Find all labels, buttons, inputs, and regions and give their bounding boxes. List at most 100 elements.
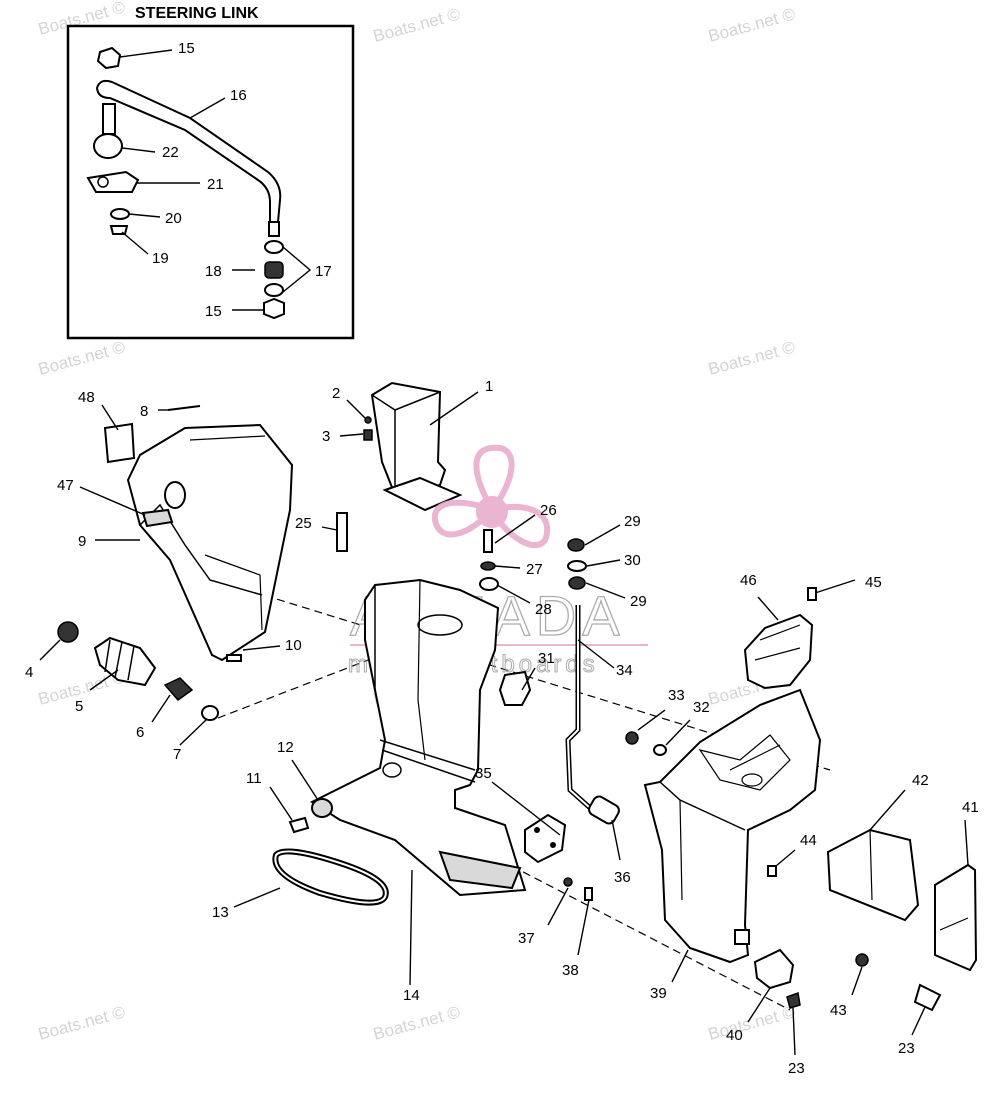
callout-37: 37: [518, 930, 535, 947]
mount-cover: [826, 828, 920, 922]
callout-3: 3: [322, 428, 330, 445]
bushing: [264, 261, 284, 279]
callout-23: 23: [788, 1060, 805, 1077]
callout-5: 5: [75, 698, 83, 715]
callout-35: 35: [475, 765, 492, 782]
bracket-foot: [734, 929, 750, 945]
screw: [288, 816, 310, 834]
callout-17: 17: [315, 263, 332, 280]
nut: [568, 576, 586, 590]
upper-mount: [743, 613, 814, 690]
washer-lower: [264, 283, 284, 297]
watermark: Boats.net ©: [36, 1002, 127, 1044]
screw: [584, 887, 593, 901]
steering-link-inset: STEERING LINK 15 16 22 21 2: [66, 5, 355, 340]
watermark: Boats.net ©: [36, 337, 127, 379]
dowel-pin: [336, 512, 348, 552]
spring: [163, 677, 194, 702]
nut-top: [96, 46, 122, 70]
callout-26: 26: [540, 502, 557, 519]
callout-22: 22: [162, 144, 179, 161]
callout-40: 40: [726, 1027, 743, 1044]
clip: [201, 705, 219, 721]
leader-lines: [39, 391, 969, 1056]
screw: [807, 587, 817, 601]
callout-38: 38: [562, 962, 579, 979]
propeller-logo-icon: [431, 444, 550, 549]
bolt: [109, 225, 129, 235]
callout-30: 30: [624, 552, 641, 569]
callout-42: 42: [912, 772, 929, 789]
shift-rod-coupler: [588, 795, 620, 825]
mount-cover-plate: [934, 863, 978, 972]
grommet: [57, 621, 79, 643]
callout-8: 8: [140, 403, 148, 420]
nut: [855, 953, 869, 967]
inset-title: STEERING LINK: [135, 5, 259, 22]
callout-21: 21: [207, 176, 224, 193]
ball-stud: [102, 103, 116, 135]
callout-32: 32: [693, 699, 710, 716]
callout-45: 45: [865, 574, 882, 591]
watermark: Boats.net ©: [706, 337, 797, 379]
callout-39: 39: [650, 985, 667, 1002]
shift-boot: [93, 636, 157, 687]
callout-15: 15: [205, 303, 222, 320]
callout-14: 14: [403, 987, 420, 1004]
inset-frame: [66, 24, 355, 340]
washer: [480, 561, 496, 571]
callout-18: 18: [205, 263, 222, 280]
callout-20: 20: [165, 210, 182, 227]
callout-29: 29: [624, 513, 641, 530]
callouts: 1 2 3 4 5 6 7 8 9 10 11 12 13 14 23 23 2…: [25, 378, 979, 1077]
callout-34: 34: [616, 662, 633, 679]
callout-2: 2: [332, 385, 340, 402]
washer: [653, 744, 667, 756]
watermark: Boats.net ©: [706, 1002, 797, 1044]
steering-link-rod: [95, 79, 282, 223]
lower-cowl: [126, 423, 294, 662]
assembly-axis: [499, 859, 791, 1011]
callout-7: 7: [173, 746, 181, 763]
bolt: [913, 983, 942, 1012]
callout-36: 36: [614, 869, 631, 886]
nut-bottom: [263, 297, 285, 320]
callout-48: 48: [78, 389, 95, 406]
screw: [167, 405, 201, 411]
watermark: Boats.net ©: [371, 4, 462, 46]
housing-mount-hole: [382, 762, 402, 778]
rubber-mount: [498, 670, 532, 706]
bolt: [483, 529, 493, 553]
callout-1: 1: [485, 378, 493, 395]
bracket-hole: [97, 176, 109, 188]
assembly-axis: [217, 639, 421, 719]
cowl-latch-slot: [141, 508, 174, 528]
callout-19: 19: [152, 250, 169, 267]
exhaust-gasket: [382, 476, 463, 512]
washer: [110, 208, 130, 220]
exhaust-tube: [370, 381, 463, 512]
callout-44: 44: [800, 832, 817, 849]
callout-27: 27: [526, 561, 543, 578]
washer: [311, 798, 333, 818]
pin: [226, 654, 242, 662]
watermark: Boats.net ©: [706, 4, 797, 46]
watermark: Boats.net ©: [371, 1002, 462, 1044]
washer: [563, 877, 573, 887]
cowl-grommet: [164, 481, 186, 509]
screw: [364, 416, 372, 424]
bracket: [86, 170, 140, 193]
screw: [767, 865, 777, 877]
callout-28: 28: [535, 601, 552, 618]
callout-23: 23: [898, 1040, 915, 1057]
callout-47: 47: [57, 477, 74, 494]
ball-joint: [93, 133, 123, 159]
cover-plate: [524, 813, 567, 864]
clamp-plate: [753, 948, 795, 990]
callout-9: 9: [78, 533, 86, 550]
watermark: Boats.net ©: [36, 0, 127, 39]
driveshaft-housing: [309, 578, 527, 897]
callout-15: 15: [178, 40, 195, 57]
washer: [567, 560, 587, 572]
